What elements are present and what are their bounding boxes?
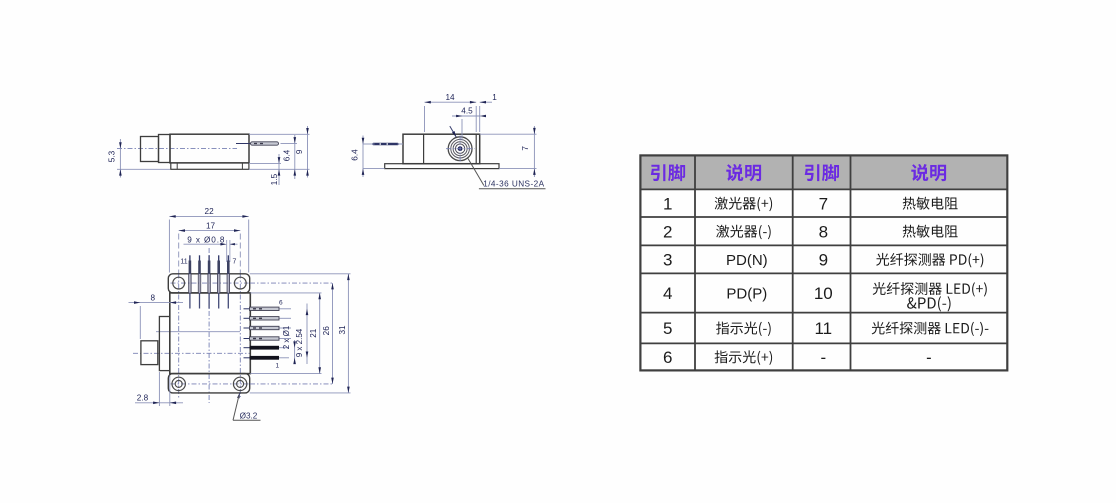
- svg-text:10: 10: [814, 284, 833, 303]
- svg-text:22: 22: [205, 207, 215, 216]
- svg-text:Ø3.2: Ø3.2: [240, 411, 258, 420]
- svg-text:1: 1: [663, 194, 672, 213]
- svg-text:6.4: 6.4: [282, 149, 291, 161]
- svg-text:9 x Ø0.8: 9 x Ø0.8: [187, 235, 225, 244]
- svg-text:7: 7: [521, 146, 530, 151]
- svg-text:9: 9: [295, 149, 304, 154]
- svg-text:14: 14: [445, 93, 455, 102]
- svg-text:17: 17: [206, 221, 216, 230]
- svg-text:4: 4: [663, 284, 672, 303]
- svg-text:8: 8: [151, 293, 156, 302]
- svg-text:-: -: [820, 348, 826, 367]
- svg-text:6: 6: [663, 348, 672, 367]
- svg-text:26: 26: [322, 326, 331, 336]
- svg-text:PD(N): PD(N): [726, 252, 768, 269]
- svg-text:21: 21: [309, 328, 318, 338]
- svg-text:9 x 2.54: 9 x 2.54: [295, 328, 304, 357]
- svg-text:4.5: 4.5: [461, 107, 473, 116]
- svg-text:1: 1: [275, 363, 279, 370]
- svg-text:1/4-36 UNS-2A: 1/4-36 UNS-2A: [483, 180, 544, 189]
- svg-text:11: 11: [180, 258, 187, 265]
- svg-text:7: 7: [819, 194, 828, 213]
- svg-text:8: 8: [819, 222, 828, 241]
- svg-text:31: 31: [338, 325, 347, 335]
- svg-text:1.5: 1.5: [270, 173, 279, 185]
- svg-text:2 x Ø1: 2 x Ø1: [282, 325, 291, 349]
- svg-text:1: 1: [492, 93, 497, 102]
- svg-text:9: 9: [819, 251, 828, 270]
- svg-text:6.4: 6.4: [350, 149, 359, 161]
- svg-text:2.8: 2.8: [137, 393, 149, 402]
- svg-text:2: 2: [663, 222, 672, 241]
- svg-text:6: 6: [279, 300, 283, 307]
- svg-text:-: -: [926, 349, 932, 367]
- svg-text:7: 7: [233, 258, 237, 265]
- svg-text:PD(P): PD(P): [726, 286, 767, 303]
- svg-text:5.3: 5.3: [107, 150, 116, 162]
- svg-text:11: 11: [814, 319, 832, 338]
- svg-text:3: 3: [663, 251, 672, 270]
- svg-text:5: 5: [663, 319, 672, 338]
